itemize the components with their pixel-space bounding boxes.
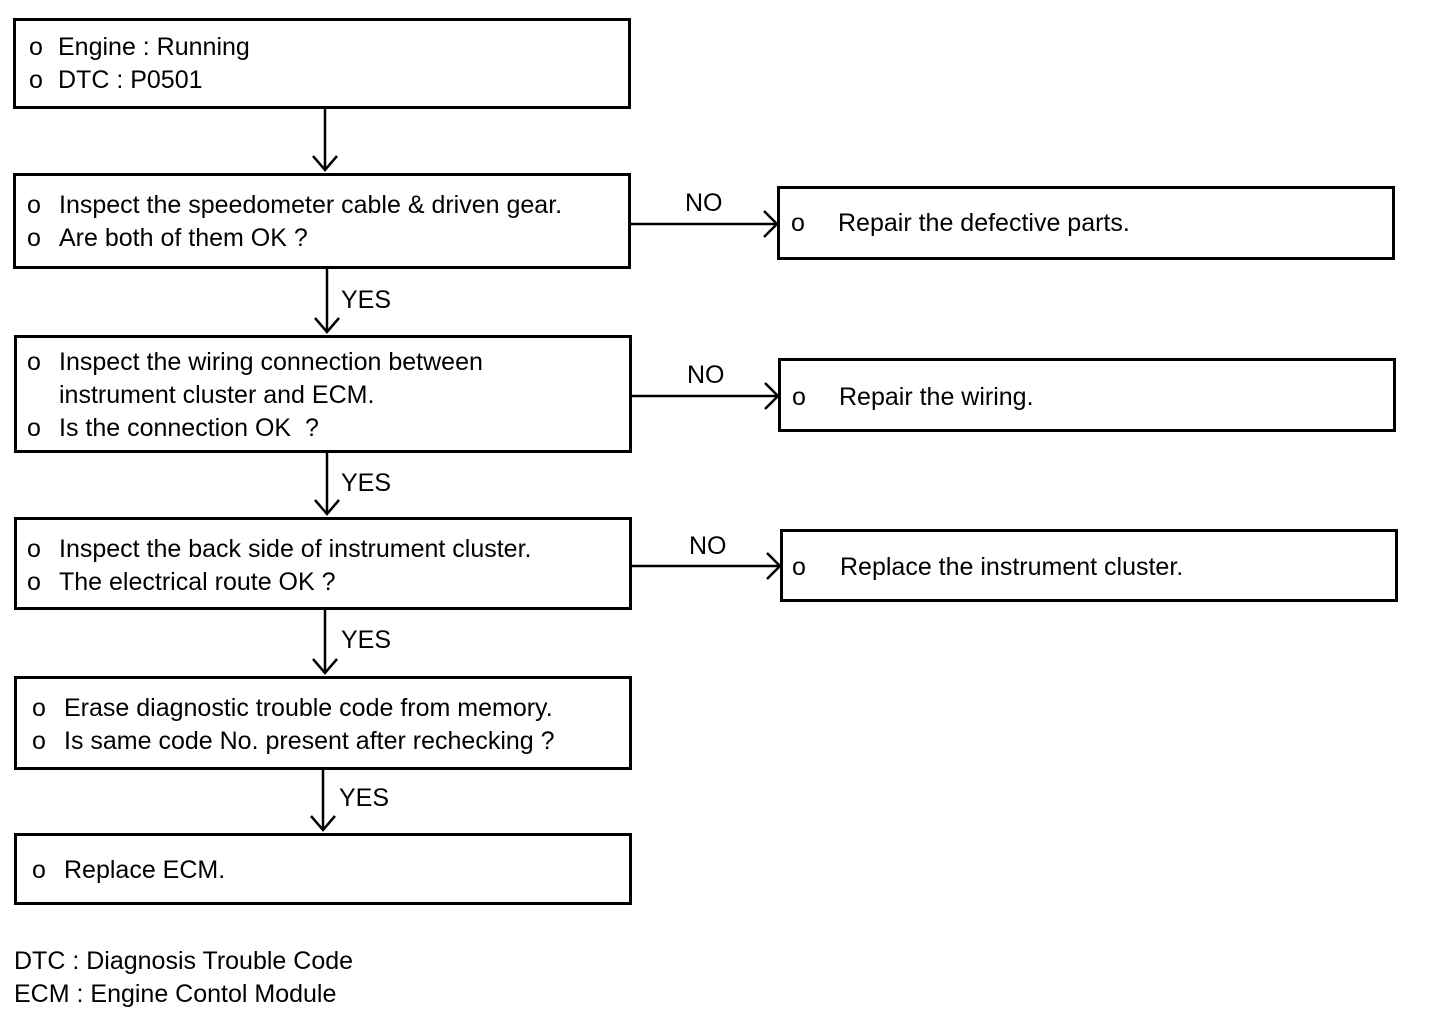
bullet: o — [792, 553, 806, 581]
bullet: o — [27, 348, 41, 376]
action2-text: Repair the wiring. — [839, 383, 1034, 411]
no-label: NO — [689, 532, 727, 560]
step4-box: o Erase diagnostic trouble code from mem… — [14, 676, 632, 770]
bullet: o — [27, 414, 41, 442]
step2-line-2: instrument cluster and ECM. — [59, 381, 375, 409]
bullet: o — [791, 209, 805, 237]
no-label: NO — [685, 189, 723, 217]
bullet: o — [27, 191, 41, 219]
legend-ecm: ECM : Engine Contol Module — [14, 980, 337, 1008]
bullet: o — [792, 383, 806, 411]
end-line-1: Replace ECM. — [64, 856, 226, 884]
end-box: o Replace ECM. — [14, 833, 632, 905]
step2-line-1: Inspect the wiring connection between — [59, 348, 483, 376]
bullet: o — [32, 856, 46, 884]
step2-box: o Inspect the wiring connection between … — [14, 335, 632, 453]
start-line-1: Engine : Running — [58, 33, 250, 61]
bullet: o — [32, 727, 46, 755]
yes-label: YES — [339, 784, 390, 812]
legend-dtc: DTC : Diagnosis Trouble Code — [14, 947, 354, 975]
step1-line-1: Inspect the speedometer cable & driven g… — [59, 191, 563, 219]
action2-box: o Repair the wiring. — [778, 358, 1396, 432]
no-label: NO — [687, 361, 725, 389]
yes-label: YES — [341, 626, 392, 654]
step4-line-2: Is same code No. present after recheckin… — [64, 727, 555, 755]
bullet: o — [29, 33, 43, 61]
bullet: o — [27, 568, 41, 596]
bullet: o — [27, 224, 41, 252]
step1-line-2: Are both of them OK ? — [59, 224, 308, 252]
step2-line-3: Is the connection OK ? — [59, 414, 319, 442]
bullet: o — [29, 66, 43, 94]
action1-text: Repair the defective parts. — [838, 209, 1130, 237]
yes-label: YES — [341, 286, 392, 314]
yes-label: YES — [341, 469, 392, 497]
start-box: o Engine : Running o DTC : P0501 — [13, 18, 631, 109]
step4-line-1: Erase diagnostic trouble code from memor… — [64, 694, 553, 722]
step3-line-1: Inspect the back side of instrument clus… — [59, 535, 532, 563]
action1-box: o Repair the defective parts. — [777, 186, 1395, 260]
step3-box: o Inspect the back side of instrument cl… — [14, 517, 632, 610]
step1-box: o Inspect the speedometer cable & driven… — [13, 173, 631, 269]
bullet: o — [32, 694, 46, 722]
action3-box: o Replace the instrument cluster. — [780, 529, 1398, 602]
step3-line-2: The electrical route OK ? — [59, 568, 336, 596]
action3-text: Replace the instrument cluster. — [840, 553, 1184, 581]
start-line-2: DTC : P0501 — [58, 66, 203, 94]
bullet: o — [27, 535, 41, 563]
